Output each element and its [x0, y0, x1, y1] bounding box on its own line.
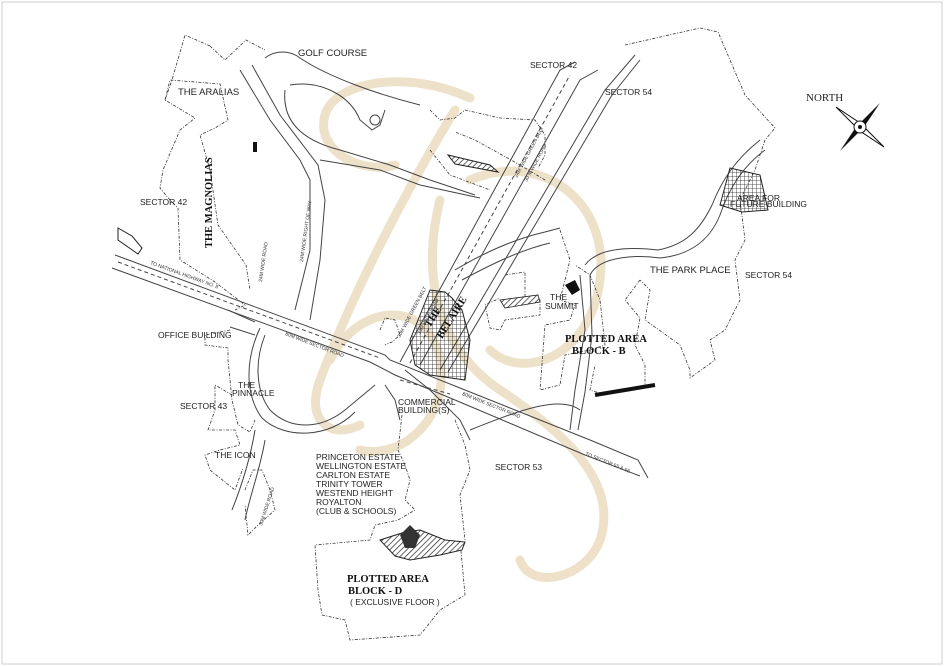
plotted-d-label-1: PLOTTED AREA: [347, 574, 429, 585]
plotted-b-label-2: BLOCK - B: [572, 346, 626, 357]
estate-item: ROYALTON: [316, 497, 361, 507]
estate-item: TRINITY TOWER: [316, 479, 383, 489]
future-building-label-1: AREA FOR: [737, 193, 780, 203]
the-aralias-label: THE ARALIAS: [178, 87, 239, 98]
south-roads: [231, 139, 766, 521]
estates-list: PRINCETON ESTATE WELLINGTON ESTATE CARLT…: [316, 452, 407, 516]
commercial-label-1: COMMERCIAL: [398, 397, 456, 407]
green-belt-road: [399, 54, 641, 373]
office-building-label: OFFICE BUILDING: [158, 330, 232, 340]
exclusive-floor-label: ( EXCLUSIVE FLOOR ): [350, 597, 440, 607]
north-compass: NORTH: [806, 92, 885, 151]
buildings: [117, 142, 769, 561]
wide-road-left-label: 30M WIDE ROAD: [258, 486, 276, 526]
golf-roads: [239, 51, 481, 321]
sector-42-top-label: SECTOR 42: [530, 60, 577, 70]
estate-item: PRINCETON ESTATE: [316, 452, 400, 462]
commercial-label-2: BUILDING(S): [398, 405, 450, 415]
estate-item: WELLINGTON ESTATE: [316, 461, 407, 471]
estate-item: (CLUB & SCHOOLS): [316, 506, 396, 516]
sector-54-right-label: SECTOR 54: [745, 270, 792, 280]
parcel-boundaries: [159, 27, 776, 641]
sector-53-label: SECTOR 53: [495, 462, 542, 472]
place-labels: GOLF COURSE THE ARALIAS THE MAGNOLIAS SE…: [140, 48, 807, 607]
estate-item: CARLTON ESTATE: [316, 470, 390, 480]
plotted-b-label-1: PLOTTED AREA: [565, 334, 647, 345]
road-vertical-label: 24M WIDE ROAD: [258, 241, 270, 282]
the-park-place-label: THE PARK PLACE: [650, 265, 731, 276]
sector-42-left-label: SECTOR 42: [140, 197, 187, 207]
the-pinnacle-label-2: PINNACLE: [232, 388, 275, 398]
the-summit-label-1: THE: [550, 292, 567, 302]
future-building-label-2: FUTURE BUILDING: [730, 199, 807, 209]
plotted-d-label-2: BLOCK - D: [348, 586, 403, 597]
sector-54-top-label: SECTOR 54: [605, 87, 652, 97]
sector-road: [111, 254, 649, 479]
the-icon-label: THE ICON: [215, 450, 256, 460]
the-magnolias-label: THE MAGNOLIAS: [204, 157, 215, 248]
road-vertical2-label: 24M WIDE RIGHT OF WAY: [299, 200, 314, 262]
compass-icon: [835, 103, 885, 151]
the-pinnacle-label-1: THE: [238, 380, 255, 390]
the-summit-label-2: SUMMIT: [545, 301, 579, 311]
golf-course-label: GOLF COURSE: [298, 48, 367, 59]
estate-item: WESTEND HEIGHT: [316, 488, 393, 498]
sector-43-label: SECTOR 43: [180, 401, 227, 411]
north-label: NORTH: [806, 92, 843, 104]
